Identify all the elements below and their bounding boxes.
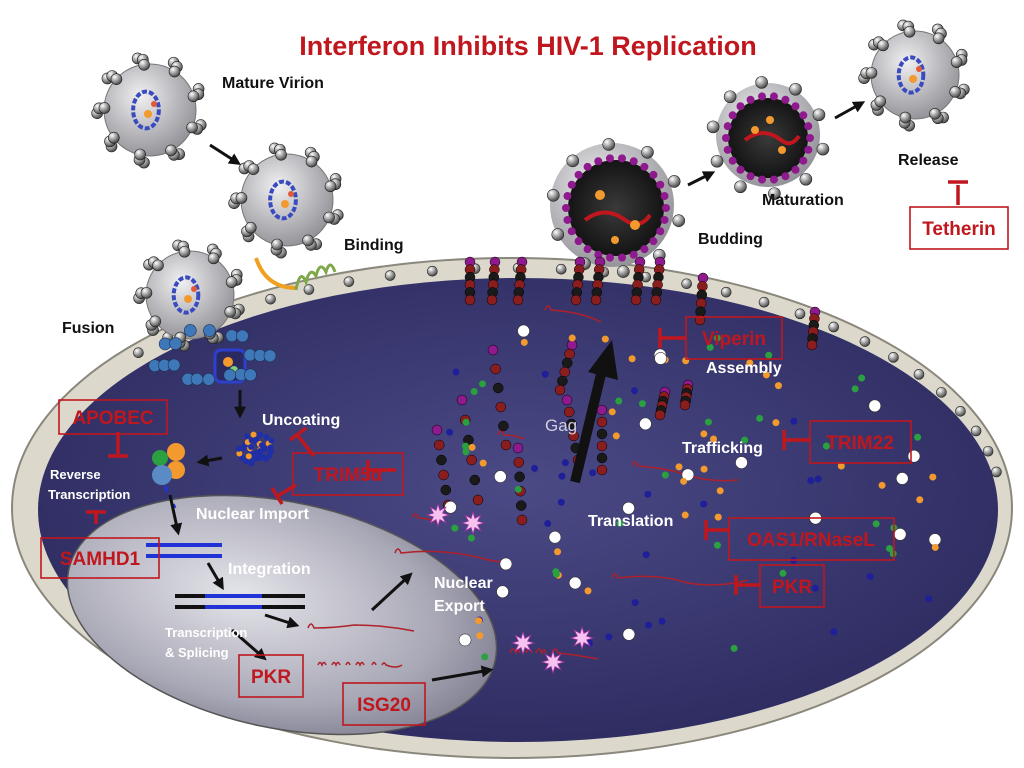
factor-oas1-rnasel: OAS1/RNaseL	[728, 517, 895, 561]
svg-text:Tetherin: Tetherin	[922, 219, 996, 240]
svg-text:ISG20: ISG20	[357, 695, 411, 716]
label-gag: Gag	[545, 416, 577, 435]
svg-text:PKR: PKR	[772, 577, 812, 598]
uncoating-cluster	[148, 324, 277, 467]
svg-text:Viperin: Viperin	[702, 329, 766, 350]
virion-mature	[91, 52, 207, 169]
factor-trim22: TRIM22	[809, 420, 912, 464]
label-binding: Binding	[344, 237, 404, 254]
svg-text:APOBEC: APOBEC	[72, 408, 154, 429]
svg-text:TRIM5α: TRIM5α	[314, 465, 383, 486]
svg-text:TRIM22: TRIM22	[826, 433, 894, 454]
svg-text:SAMHD1: SAMHD1	[60, 549, 141, 570]
label-budding: Budding	[698, 231, 763, 248]
label-integration: Integration	[228, 561, 311, 578]
label-nuclear: Nuclear	[434, 575, 493, 592]
factor-isg20: ISG20	[342, 682, 426, 726]
label-mature-virion: Mature Virion	[222, 75, 324, 92]
virion-released	[858, 19, 970, 132]
label-trafficking: Trafficking	[682, 440, 763, 457]
label-splicing: & Splicing	[165, 645, 229, 660]
label-export: Export	[434, 598, 485, 615]
label-assembly: Assembly	[706, 360, 782, 377]
label-transcription-rt: Transcription	[48, 487, 130, 502]
rt-complex	[152, 443, 185, 509]
factor-samhd1: SAMHD1	[40, 537, 160, 579]
factor-pkr-cytoplasm: PKR	[759, 564, 825, 608]
virion-fusion	[133, 239, 245, 352]
factor-pkr-nucleus: PKR	[238, 654, 304, 698]
ribosome-stars	[425, 502, 595, 675]
label-uncoating: Uncoating	[262, 412, 340, 429]
label-reverse: Reverse	[50, 467, 101, 482]
factor-tetherin: Tetherin	[909, 206, 1009, 250]
label-release: Release	[898, 152, 959, 169]
factor-apobec: APOBEC	[58, 399, 168, 435]
svg-text:PKR: PKR	[251, 667, 291, 688]
cell	[11, 257, 1013, 759]
label-transcription: Transcription	[165, 625, 247, 640]
svg-text:OAS1/RNaseL: OAS1/RNaseL	[747, 530, 875, 551]
factor-trim5a: TRIM5α	[292, 452, 404, 496]
virion-binding	[228, 142, 344, 259]
label-translation: Translation	[588, 513, 673, 530]
purple-gag-ring	[546, 76, 830, 278]
inhibition-symbols	[86, 180, 968, 595]
page-title: Interferon Inhibits HIV-1 Replication	[299, 31, 757, 61]
label-fusion: Fusion	[62, 320, 114, 337]
viral-rnas	[307, 305, 749, 668]
cd4-receptor	[254, 257, 337, 291]
label-maturation: Maturation	[762, 192, 844, 209]
process-arrows	[168, 101, 866, 682]
label-nuclear-import: Nuclear Import	[196, 506, 310, 523]
cytoplasm-dots	[444, 324, 942, 661]
gag-trafficking-arrow	[570, 340, 618, 484]
factor-viperin: Viperin	[685, 316, 783, 360]
